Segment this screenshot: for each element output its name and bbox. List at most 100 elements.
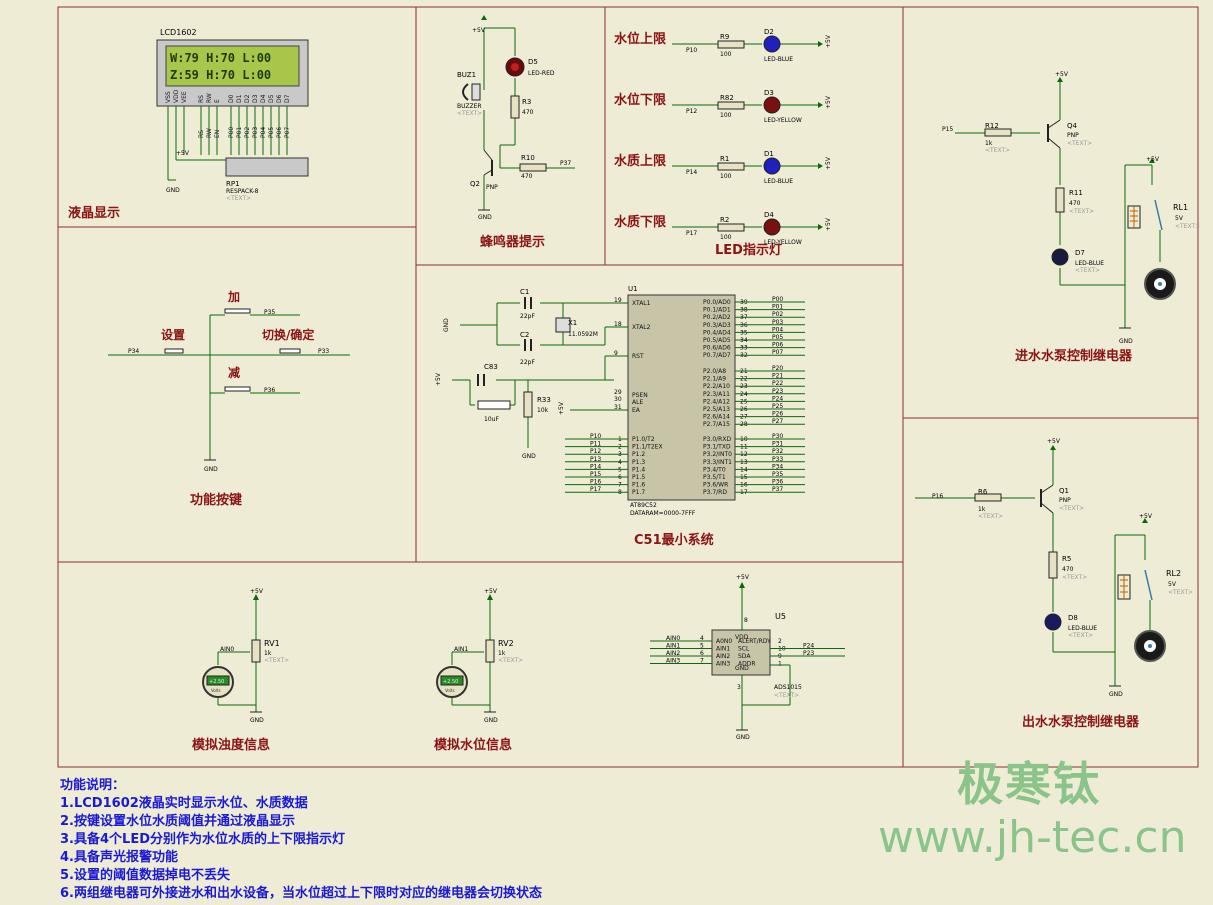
led-row-vcc-arrow — [818, 224, 823, 230]
r5-value: 470 — [1062, 566, 1074, 573]
led-row-led-type: LED-BLUE — [764, 178, 793, 185]
led-row-label: 水位下限 — [614, 92, 667, 108]
key-net-p36: P36 — [264, 387, 275, 394]
led-row-vcc-arrow — [818, 41, 823, 47]
lcd-pin-d0: D0 — [228, 94, 235, 103]
x1-name: X1 — [568, 319, 577, 327]
adc-pin-num: 1 — [778, 661, 782, 668]
mcu-pin-net: P37 — [772, 486, 783, 493]
rv1-text: <TEXT> — [264, 657, 289, 664]
mcu-pin-net: P25 — [772, 403, 783, 410]
notes-item-3: 3.具备4个LED分别作为水位水质的上下限指示灯 — [60, 832, 345, 847]
mcu-pin-net: P00 — [772, 296, 783, 303]
rl1-text: <TEXT> — [1175, 223, 1200, 230]
keys-circuit: 加 设置 切换/确定 减 P35 P34 P33 P36 GND — [108, 289, 350, 473]
lcd-ctrl-rs: RS — [198, 130, 205, 138]
r6-name: R6 — [978, 488, 988, 496]
adc-net-ain2: AIN2 — [666, 650, 680, 657]
adc-pin-alert-rdy: ALERT/RDY — [738, 638, 771, 645]
mcu-pin-p0-3-ad3: P0.3/AD3 — [703, 322, 731, 329]
pump-in-net: P15 — [942, 126, 953, 133]
key-net-p33: P33 — [318, 348, 329, 355]
mcu-pin-p0-0-ad0: P0.0/AD0 — [703, 299, 731, 306]
pump-in-circuit: +5V P15 R12 1k <TEXT> Q4 PNP <TEXT> R11 … — [942, 71, 1200, 345]
buz1-text: <TEXT> — [457, 110, 482, 117]
notes-item-1: 1.LCD1602液晶实时显示水位、水质数据 — [60, 796, 308, 811]
rl1-name: RL1 — [1173, 203, 1188, 212]
q4-text: <TEXT> — [1067, 140, 1092, 147]
mcu-pins: XTAL119XTAL218RST9PSEN29ALE30EA31P0.0/AD… — [565, 296, 805, 496]
mcu-pin-psen: PSEN — [632, 392, 648, 399]
key-net-p35: P35 — [264, 309, 275, 316]
led-row-res-value: 100 — [720, 51, 732, 58]
adc-pin-addr: ADDR — [738, 661, 756, 668]
title-led: LED指示灯 — [715, 242, 782, 258]
lcd-ctrl-rw: RW — [206, 128, 213, 138]
lcd-pin-e: E — [214, 99, 221, 103]
r12-name: R12 — [985, 122, 999, 130]
led-row-resistor — [717, 162, 745, 171]
mcu-pin-p1-0-t2: P1.0/T2 — [632, 436, 655, 443]
rv1-net: AIN0 — [220, 646, 234, 653]
mcu-pin-p3-7-rd: P3.7/RD — [703, 489, 727, 496]
adc-pin-num: 6 — [700, 650, 704, 657]
buzzer-net: P37 — [560, 160, 571, 167]
led-row-res-name: R9 — [720, 33, 729, 41]
adc-pin-label: AIN1 — [716, 646, 730, 653]
rst-vcc: +5V — [435, 372, 442, 386]
title-pump-in: 进水水泵控制继电器 — [1015, 348, 1133, 364]
led-indicator-rows: 水位上限P10R9100D2LED-BLUE+5V水位下限P12R82100D3… — [614, 28, 832, 246]
rl1-vcc: +5V — [1146, 156, 1160, 163]
adc-pin-num: 7 — [700, 658, 704, 665]
c83-name: C83 — [484, 363, 498, 371]
mcu-pin-p1-7: P1.7 — [632, 489, 645, 496]
r5-text: <TEXT> — [1062, 574, 1087, 581]
lcd-net-p04: P04 — [260, 127, 267, 138]
adc-net-ain0: AIN0 — [666, 635, 680, 642]
d7-text: <TEXT> — [1075, 267, 1100, 274]
d5-value: LED-RED — [528, 70, 555, 77]
mcu-pin-net: P05 — [772, 334, 783, 341]
adc-pin-label: AIN3 — [716, 661, 730, 668]
q2-value: PNP — [486, 184, 498, 191]
meter2-unit: Volts — [445, 688, 455, 693]
c2-name: C2 — [520, 331, 529, 339]
led-row-res-value: 100 — [720, 112, 732, 119]
led-row-led-name: D2 — [764, 28, 774, 36]
led-row-resistor — [717, 40, 745, 49]
title-water-level: 模拟水位信息 — [434, 737, 512, 753]
led-row-vcc: +5V — [825, 156, 832, 170]
q4-name: Q4 — [1067, 122, 1078, 130]
led-row-vcc: +5V — [825, 217, 832, 231]
led-row-vcc-arrow — [818, 163, 823, 169]
notes-item-2: 2.按键设置水位水质阈值并通过液晶显示 — [60, 814, 295, 829]
r11-name: R11 — [1069, 189, 1083, 197]
lcd-pin-d1: D1 — [236, 94, 243, 103]
mcu-pin-net: P12 — [590, 448, 601, 455]
led-row-res-value: 100 — [720, 234, 732, 241]
rv1-vcc: +5V — [250, 588, 264, 595]
mcu-pin-ea: EA — [632, 407, 641, 414]
mcu-pin-p2-0-a8: P2.0/A8 — [703, 368, 726, 375]
lcd-line-2: Z:59 H:70 L:00 — [170, 68, 271, 82]
mcu-pin-num: 30 — [614, 396, 622, 403]
buzzer-vcc: +5V — [472, 27, 486, 34]
r33-value: 10k — [537, 407, 549, 414]
r33-name: R33 — [537, 396, 551, 404]
key-sub-label: 减 — [228, 365, 240, 380]
notes-heading: 功能说明： — [60, 778, 126, 793]
r12-text: <TEXT> — [985, 147, 1010, 154]
q1-text: <TEXT> — [1059, 505, 1084, 512]
led-row-resistor — [717, 223, 745, 232]
d8-name: D8 — [1068, 614, 1078, 622]
rl2-name: RL2 — [1166, 569, 1181, 578]
q2-name: Q2 — [470, 180, 480, 188]
led-row-led-type: LED-YELLOW — [764, 239, 802, 246]
lcd-net-p07: P07 — [284, 127, 291, 138]
lcd-net-p03: P03 — [252, 127, 259, 138]
title-buzzer: 蜂鸣器提示 — [480, 234, 545, 250]
lcd-pin-d7: D7 — [284, 94, 291, 103]
c83-value: 10uF — [484, 416, 499, 423]
led-row-led-name: D1 — [764, 150, 774, 158]
key-add-label: 加 — [227, 289, 240, 304]
